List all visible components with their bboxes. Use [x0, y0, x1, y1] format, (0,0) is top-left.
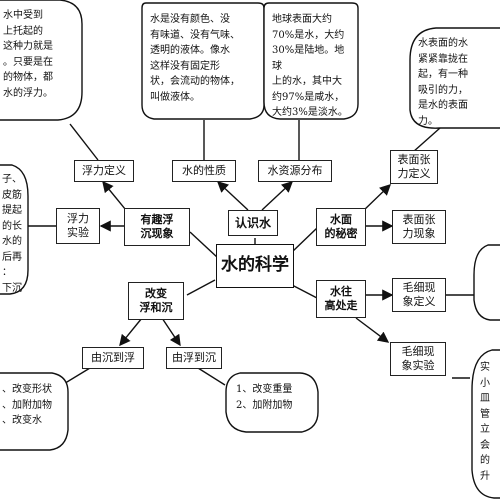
bubble-properties: 水是没有颜色、没 有味道、没有气味、 透明的液体。像水 这样没有固定形 状，会流… [150, 14, 240, 103]
bubble-shape-tension [409, 27, 500, 129]
know-water-box: 认识水 [228, 210, 278, 236]
bubble-float-exp: 子、 皮筋 提起 的长 水的 后再 ： 下沉 [2, 174, 22, 292]
bubble-buoyancy: 水中受到 上托起的 这种力就是 。只要是在 的物体，都 水的浮力。 [3, 10, 53, 99]
float-sink-phenomenon-box: 有趣浮 沉现象 [124, 208, 190, 246]
float-to-sink-box: 由浮到沉 [166, 347, 222, 369]
bubble-shape-distribution [263, 2, 359, 120]
bubble-shape-capillary-exp [471, 349, 500, 499]
sink-to-float-box: 由沉到浮 [82, 347, 144, 369]
bubble-float-to-sink: 1、改变重量 2、加附加物 [236, 384, 293, 411]
water-rises-box: 水往 高处走 [316, 280, 366, 318]
bubble-shape-sink-to-float [0, 372, 69, 451]
float-definition-box: 浮力定义 [74, 160, 134, 182]
bubble-shape-float-exp [0, 164, 29, 295]
bubble-shape-float-to-sink [225, 372, 319, 433]
bubble-sink-to-float: 、改变形状 、加附加物 、改变水 [2, 384, 52, 426]
float-experiment-box: 浮力 实验 [56, 208, 100, 244]
capillary-definition-box: 毛细现 象定义 [392, 278, 446, 312]
surface-tension-definition-box: 表面张 力定义 [390, 150, 438, 184]
bubble-shape-buoyancy [0, 0, 83, 121]
bubble-capillary-def [478, 248, 500, 318]
bubble-shape-properties [141, 2, 265, 120]
water-distribution-box: 水资源分布 [258, 160, 332, 182]
change-float-sink-box: 改变 浮和沉 [128, 282, 184, 320]
surface-secret-box: 水面 的秘密 [316, 208, 366, 246]
surface-tension-phenomenon-box: 表面张 力现象 [392, 210, 446, 244]
bubble-shape-capillary-def [473, 244, 500, 321]
bubble-tension: 水表面的水 紧紧靠拢在 起，有一种 吸引的力， 是水的表面 力。 [418, 38, 468, 127]
water-properties-box: 水的性质 [172, 160, 236, 182]
capillary-experiment-box: 毛细现 象实验 [390, 342, 446, 376]
bubble-distribution: 地球表面大约 70%是水，大约 30%是陆地。地球 上的水，其中大 约97%是咸… [272, 14, 348, 118]
center-topic-water-science: 水的科学 [216, 244, 294, 288]
bubble-capillary-exp: 实 小 皿 管 立 会 的 升 [480, 362, 490, 482]
